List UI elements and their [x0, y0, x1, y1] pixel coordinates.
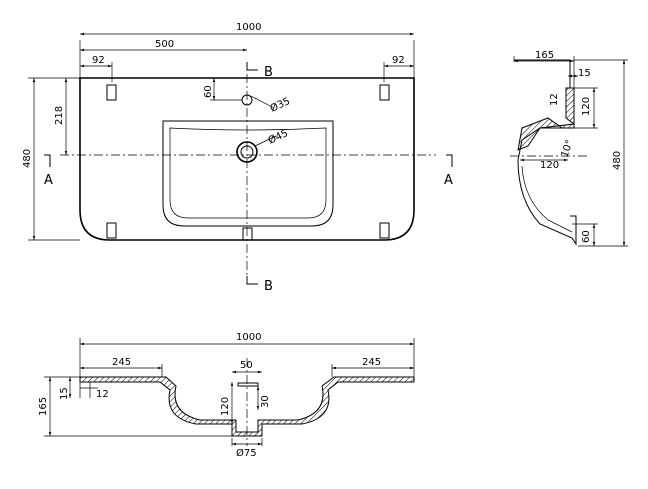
- section-a-right: A: [444, 173, 453, 188]
- section-a-left: A: [44, 173, 53, 188]
- dim-edge-left: 92: [92, 55, 105, 66]
- front-dim-wall: 12: [96, 389, 109, 400]
- slot-tl: [106, 84, 117, 101]
- slot-tr: [379, 84, 390, 101]
- dim-tap-offset: 60: [203, 85, 214, 98]
- bowl-outline: [162, 120, 334, 227]
- dim-edge-right: 92: [392, 55, 405, 66]
- front-dim-outlet: Ø75: [236, 447, 257, 459]
- front-dim-drain-w: 50: [240, 360, 253, 371]
- side-dim-rim: 15: [578, 68, 591, 79]
- front-dim-left-ledge: 245: [112, 357, 131, 368]
- side-view: 165 15 12 120 10° 120 480 60: [510, 50, 628, 247]
- side-dim-bottom: 60: [581, 230, 592, 243]
- front-dim-overflow: 30: [260, 395, 271, 408]
- side-hatch: [517, 87, 575, 151]
- dim-center-depth: 218: [54, 106, 65, 125]
- side-dim-depth: 165: [535, 50, 554, 61]
- slot-br: [379, 222, 390, 239]
- section-b-bottom: B: [264, 279, 273, 294]
- slot-bl: [106, 222, 117, 239]
- side-dim-rim-thk: 12: [549, 93, 560, 106]
- front-hatch-section: [79, 376, 415, 437]
- overflow-slot: [237, 382, 259, 387]
- front-dim-bowl-depth: 120: [220, 397, 231, 416]
- dim-half: 500: [155, 39, 174, 50]
- side-dim-height: 480: [612, 151, 623, 170]
- front-dim-rim: 15: [59, 387, 70, 400]
- basin-outline: [79, 77, 415, 241]
- bowl-inner: [169, 127, 327, 219]
- side-dim-bowl-w: 120: [540, 160, 559, 171]
- dim-width: 1000: [236, 22, 261, 33]
- dim-tap-hole: Ø35: [268, 95, 292, 115]
- slot-bc: [242, 227, 253, 241]
- dim-depth: 480: [22, 149, 33, 168]
- drain-hole-icon: [236, 141, 258, 163]
- top-view: 1000 500 92 92 B B A A 480 218 60 Ø35 Ø4…: [22, 22, 453, 294]
- front-dim-total-h: 165: [38, 397, 49, 416]
- front-dim-right-ledge: 245: [362, 357, 381, 368]
- section-b-top: B: [264, 65, 273, 80]
- side-dim-bowl-h: 120: [581, 97, 592, 116]
- front-dim-width: 1000: [236, 332, 261, 343]
- front-view: 1000 245 245 50 165 15 12 120 30 Ø75: [38, 332, 415, 459]
